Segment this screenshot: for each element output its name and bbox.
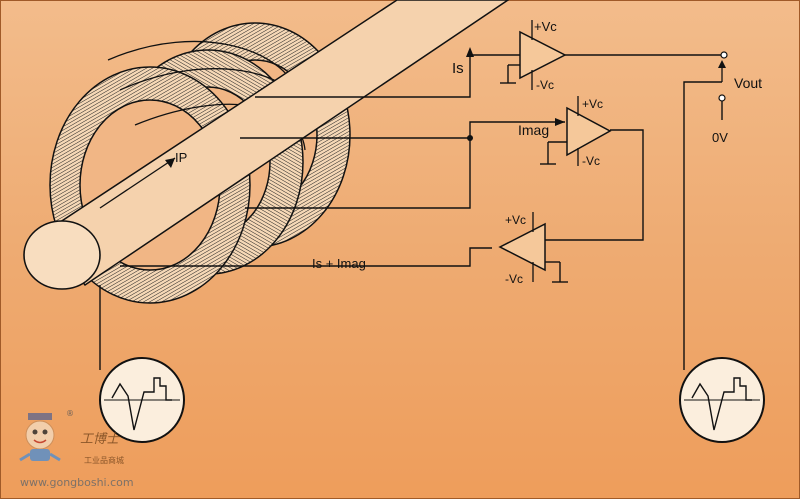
op-amp-bottom-plus: +Vc: [505, 213, 526, 227]
watermark-registered: ®: [66, 409, 74, 418]
op-amp-bottom: +Vc -Vc: [498, 212, 568, 286]
op-amp-top-minus: -Vc: [536, 78, 554, 92]
watermark-url: www.gongboshi.com: [20, 476, 134, 489]
imag-arrow: [555, 118, 565, 126]
oscilloscope-right: [679, 357, 765, 443]
label-imag: Imag: [518, 122, 549, 138]
oscilloscope-left: [99, 357, 185, 443]
label-0v: 0V: [712, 130, 728, 145]
op-amp-icon: [566, 106, 612, 157]
op-amp-mid-minus: -Vc: [582, 154, 600, 168]
label-vout: Vout: [734, 75, 762, 91]
ground-icon: [545, 261, 568, 283]
label-is: Is: [452, 60, 464, 77]
op-amp-bottom-minus: -Vc: [505, 272, 523, 286]
terminal-icon: [718, 94, 726, 102]
op-amp-mid: +Vc -Vc: [540, 96, 612, 168]
primary-conductor: [23, 0, 510, 290]
wiring: [99, 54, 723, 370]
terminal-icon: [720, 51, 728, 59]
watermark-title: 工博士: [80, 432, 121, 447]
watermark-subtitle: 工业品商城: [84, 455, 124, 465]
watermark: ® 工博士 工业品商城 www.gongboshi.com: [19, 409, 134, 489]
op-amp-icon: [498, 222, 546, 272]
label-ip: IP: [175, 150, 187, 165]
junction-dot: [467, 135, 473, 141]
vout-arrow-head: [718, 60, 726, 68]
op-amp-mid-plus: +Vc: [582, 97, 603, 111]
label-is-plus-imag: Is + Imag: [312, 256, 366, 271]
ground-icon: [540, 141, 567, 165]
ground-icon: [500, 64, 520, 84]
op-amp-top-plus: +Vc: [534, 19, 557, 34]
robot-mascot-icon: [19, 413, 61, 462]
op-amp-icon: [519, 30, 567, 80]
is-arrow: [466, 47, 474, 57]
op-amp-top: +Vc -Vc: [500, 19, 567, 92]
